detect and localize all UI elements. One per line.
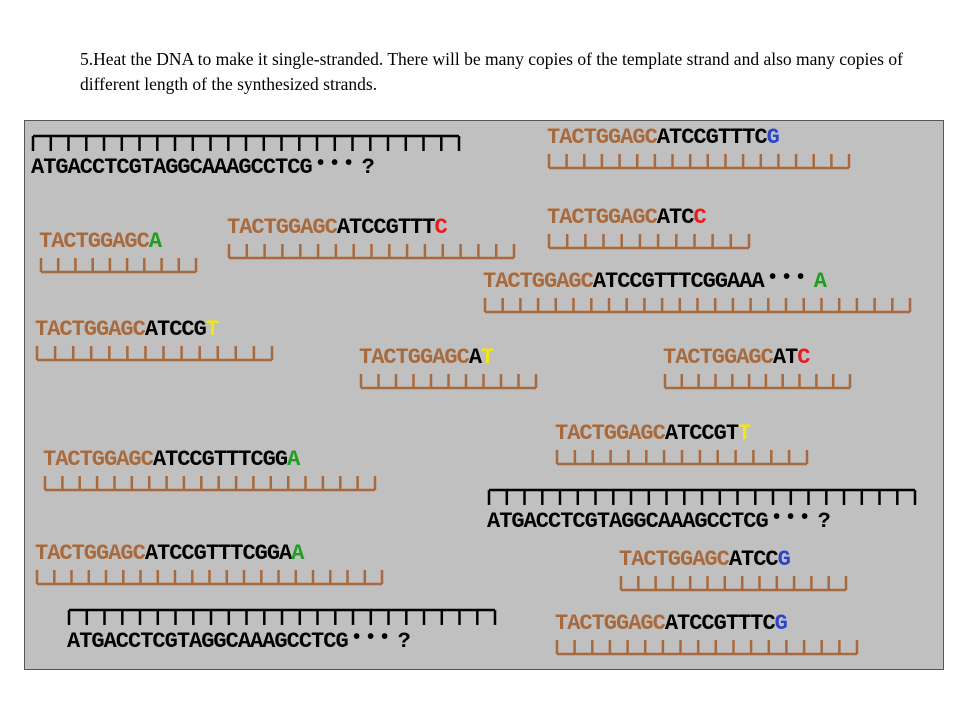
sequence-segment-template: ATGACCTCGTAGGCAAAGCCTCG [31, 155, 313, 180]
sequence-segment-synth: ATCCGTTTCGGA [144, 541, 292, 566]
sequence-segment-C: C [434, 215, 447, 240]
backbone-comb-icon [555, 450, 809, 466]
sequence-segment-primer: TACTGGAGC [483, 269, 594, 294]
synthesized-fragment: TACTGGAGCATCCGTT [555, 421, 845, 481]
sequence-segment-A: A [291, 541, 304, 566]
sequence-segment-synth: ATCCGTTTCGG [152, 447, 288, 472]
strand-sequence: ATGACCTCGTAGGCAAAGCCTCG•••? [31, 153, 375, 182]
backbone-comb-icon [487, 488, 917, 505]
sequence-tail: ? [397, 629, 411, 654]
ellipsis-dots-icon: ••• [350, 627, 393, 650]
synthesized-fragment: TACTGGAGCATCC [547, 205, 787, 265]
backbone-comb-icon [43, 476, 377, 492]
sequence-segment-primer: TACTGGAGC [547, 125, 658, 150]
template-strand: ATGACCTCGTAGGCAAAGCCTCG•••? [31, 133, 497, 193]
backbone-comb-icon [35, 346, 274, 362]
sequence-tail: ? [361, 155, 375, 180]
sequence-segment-synth: A [468, 345, 482, 370]
sequence-segment-primer: TACTGGAGC [35, 541, 146, 566]
strand-sequence: TACTGGAGCAT [359, 345, 494, 371]
sequence-segment-A: A [148, 229, 162, 254]
ellipsis-dots-icon: ••• [314, 153, 357, 176]
sequence-segment-synth: ATCCG [144, 317, 207, 342]
sequence-segment-template: ATGACCTCGTAGGCAAAGCCTCG [67, 629, 349, 654]
strand-sequence: ATGACCTCGTAGGCAAAGCCTCG•••? [487, 507, 831, 536]
backbone-comb-icon [547, 234, 751, 250]
strand-sequence: TACTGGAGCATCCGTT [555, 421, 751, 447]
sequence-segment-primer: TACTGGAGC [555, 611, 666, 636]
strand-sequence: TACTGGAGCATCCG [619, 547, 791, 573]
synthesized-fragment: TACTGGAGCA [39, 229, 234, 289]
backbone-comb-icon [359, 374, 538, 390]
sequence-segment-G: G [777, 547, 791, 572]
synthesized-fragment: TACTGGAGCATCCGTTTCGGAAA•••A [483, 267, 948, 329]
strand-sequence: TACTGGAGCATCCGT [35, 317, 219, 343]
backbone-comb-icon [663, 374, 852, 390]
synthesized-fragment: TACTGGAGCATCCGTTTCGGAA [35, 541, 420, 601]
sequence-segment-primer: TACTGGAGC [555, 421, 666, 446]
template-strand: ATGACCTCGTAGGCAAAGCCTCG•••? [487, 487, 953, 547]
sequence-segment-primer: TACTGGAGC [547, 205, 658, 230]
backbone-comb-icon [555, 640, 859, 656]
sequence-segment-primer: TACTGGAGC [663, 345, 774, 370]
backbone-comb-icon [35, 570, 384, 586]
backbone-comb-icon [547, 154, 851, 170]
step-caption: 5.Heat the DNA to make it single-strande… [80, 49, 903, 94]
synthesized-fragment: TACTGGAGCATCCGT [35, 317, 310, 377]
synthesized-fragment: TACTGGAGCATCCGTTTCG [555, 611, 895, 671]
sequence-segment-synth: AT [772, 345, 798, 370]
sequence-segment-C: C [797, 345, 810, 370]
sequence-segment-C: C [693, 205, 706, 230]
synthesized-fragment: TACTGGAGCATCCG [619, 547, 884, 607]
synthesized-fragment: TACTGGAGCAT [359, 345, 574, 405]
strand-sequence: TACTGGAGCATCCGTTTCGGA [43, 447, 300, 473]
sequence-segment-T: T [481, 345, 494, 370]
sequence-segment-A: A [287, 447, 300, 472]
strand-sequence: ATGACCTCGTAGGCAAAGCCTCG•••? [67, 627, 411, 656]
sequence-segment-T: T [205, 317, 219, 342]
strand-sequence: TACTGGAGCATCCGTTTC [227, 215, 448, 241]
sequence-segment-G: G [766, 125, 780, 150]
backbone-comb-icon [227, 244, 516, 260]
backbone-comb-icon [67, 608, 497, 625]
strand-sequence: TACTGGAGCATCCGTTTCGGAAA•••A [483, 267, 827, 296]
sequence-segment-primer: TACTGGAGC [43, 447, 154, 472]
template-strand: ATGACCTCGTAGGCAAAGCCTCG•••? [67, 607, 533, 667]
sequence-tail: A [813, 269, 827, 294]
strand-sequence: TACTGGAGCATCCGTTTCGGAA [35, 541, 304, 567]
sequence-segment-G: G [774, 611, 788, 636]
sequence-segment-T: T [738, 421, 751, 446]
synthesized-fragment: TACTGGAGCATC [663, 345, 888, 405]
strand-sequence: TACTGGAGCATCC [547, 205, 707, 231]
sequence-segment-primer: TACTGGAGC [359, 345, 470, 370]
strand-sequence: TACTGGAGCATCCGTTTCG [547, 125, 780, 151]
synthesized-fragment: TACTGGAGCATCCGTTTCGGA [43, 447, 413, 507]
sequence-segment-template: ATGACCTCGTAGGCAAAGCCTCG [487, 509, 769, 534]
sequence-segment-primer: TACTGGAGC [35, 317, 146, 342]
backbone-comb-icon [31, 134, 461, 151]
sequence-segment-primer: TACTGGAGC [227, 215, 338, 240]
sequence-segment-synth: ATCCGT [664, 421, 739, 446]
sequence-segment-synth: ATCCGTTTC [664, 611, 776, 636]
synthesized-fragment: TACTGGAGCATCCGTTTCG [547, 125, 887, 185]
backbone-comb-icon [483, 298, 912, 314]
sequence-segment-synth: ATCCGTTT [336, 215, 436, 240]
backbone-comb-icon [39, 258, 198, 274]
dna-strands-panel: ATGACCTCGTAGGCAAAGCCTCG•••?ATGACCTCGTAGG… [24, 120, 944, 670]
backbone-comb-icon [619, 576, 848, 592]
sequence-segment-primer: TACTGGAGC [619, 547, 730, 572]
ellipsis-dots-icon: ••• [770, 507, 813, 530]
strand-sequence: TACTGGAGCA [39, 229, 162, 255]
sequence-segment-synth: ATCC [728, 547, 779, 572]
strand-sequence: TACTGGAGCATCCGTTTCG [555, 611, 788, 637]
synthesized-fragment: TACTGGAGCATCCGTTTC [227, 215, 552, 275]
sequence-segment-synth: ATCCGTTTC [656, 125, 768, 150]
sequence-segment-primer: TACTGGAGC [39, 229, 150, 254]
strand-sequence: TACTGGAGCATC [663, 345, 810, 371]
sequence-tail: ? [817, 509, 831, 534]
sequence-segment-synth: ATC [656, 205, 695, 230]
ellipsis-dots-icon: ••• [766, 267, 809, 290]
sequence-segment-synth: ATCCGTTTCGGAAA [592, 269, 765, 294]
